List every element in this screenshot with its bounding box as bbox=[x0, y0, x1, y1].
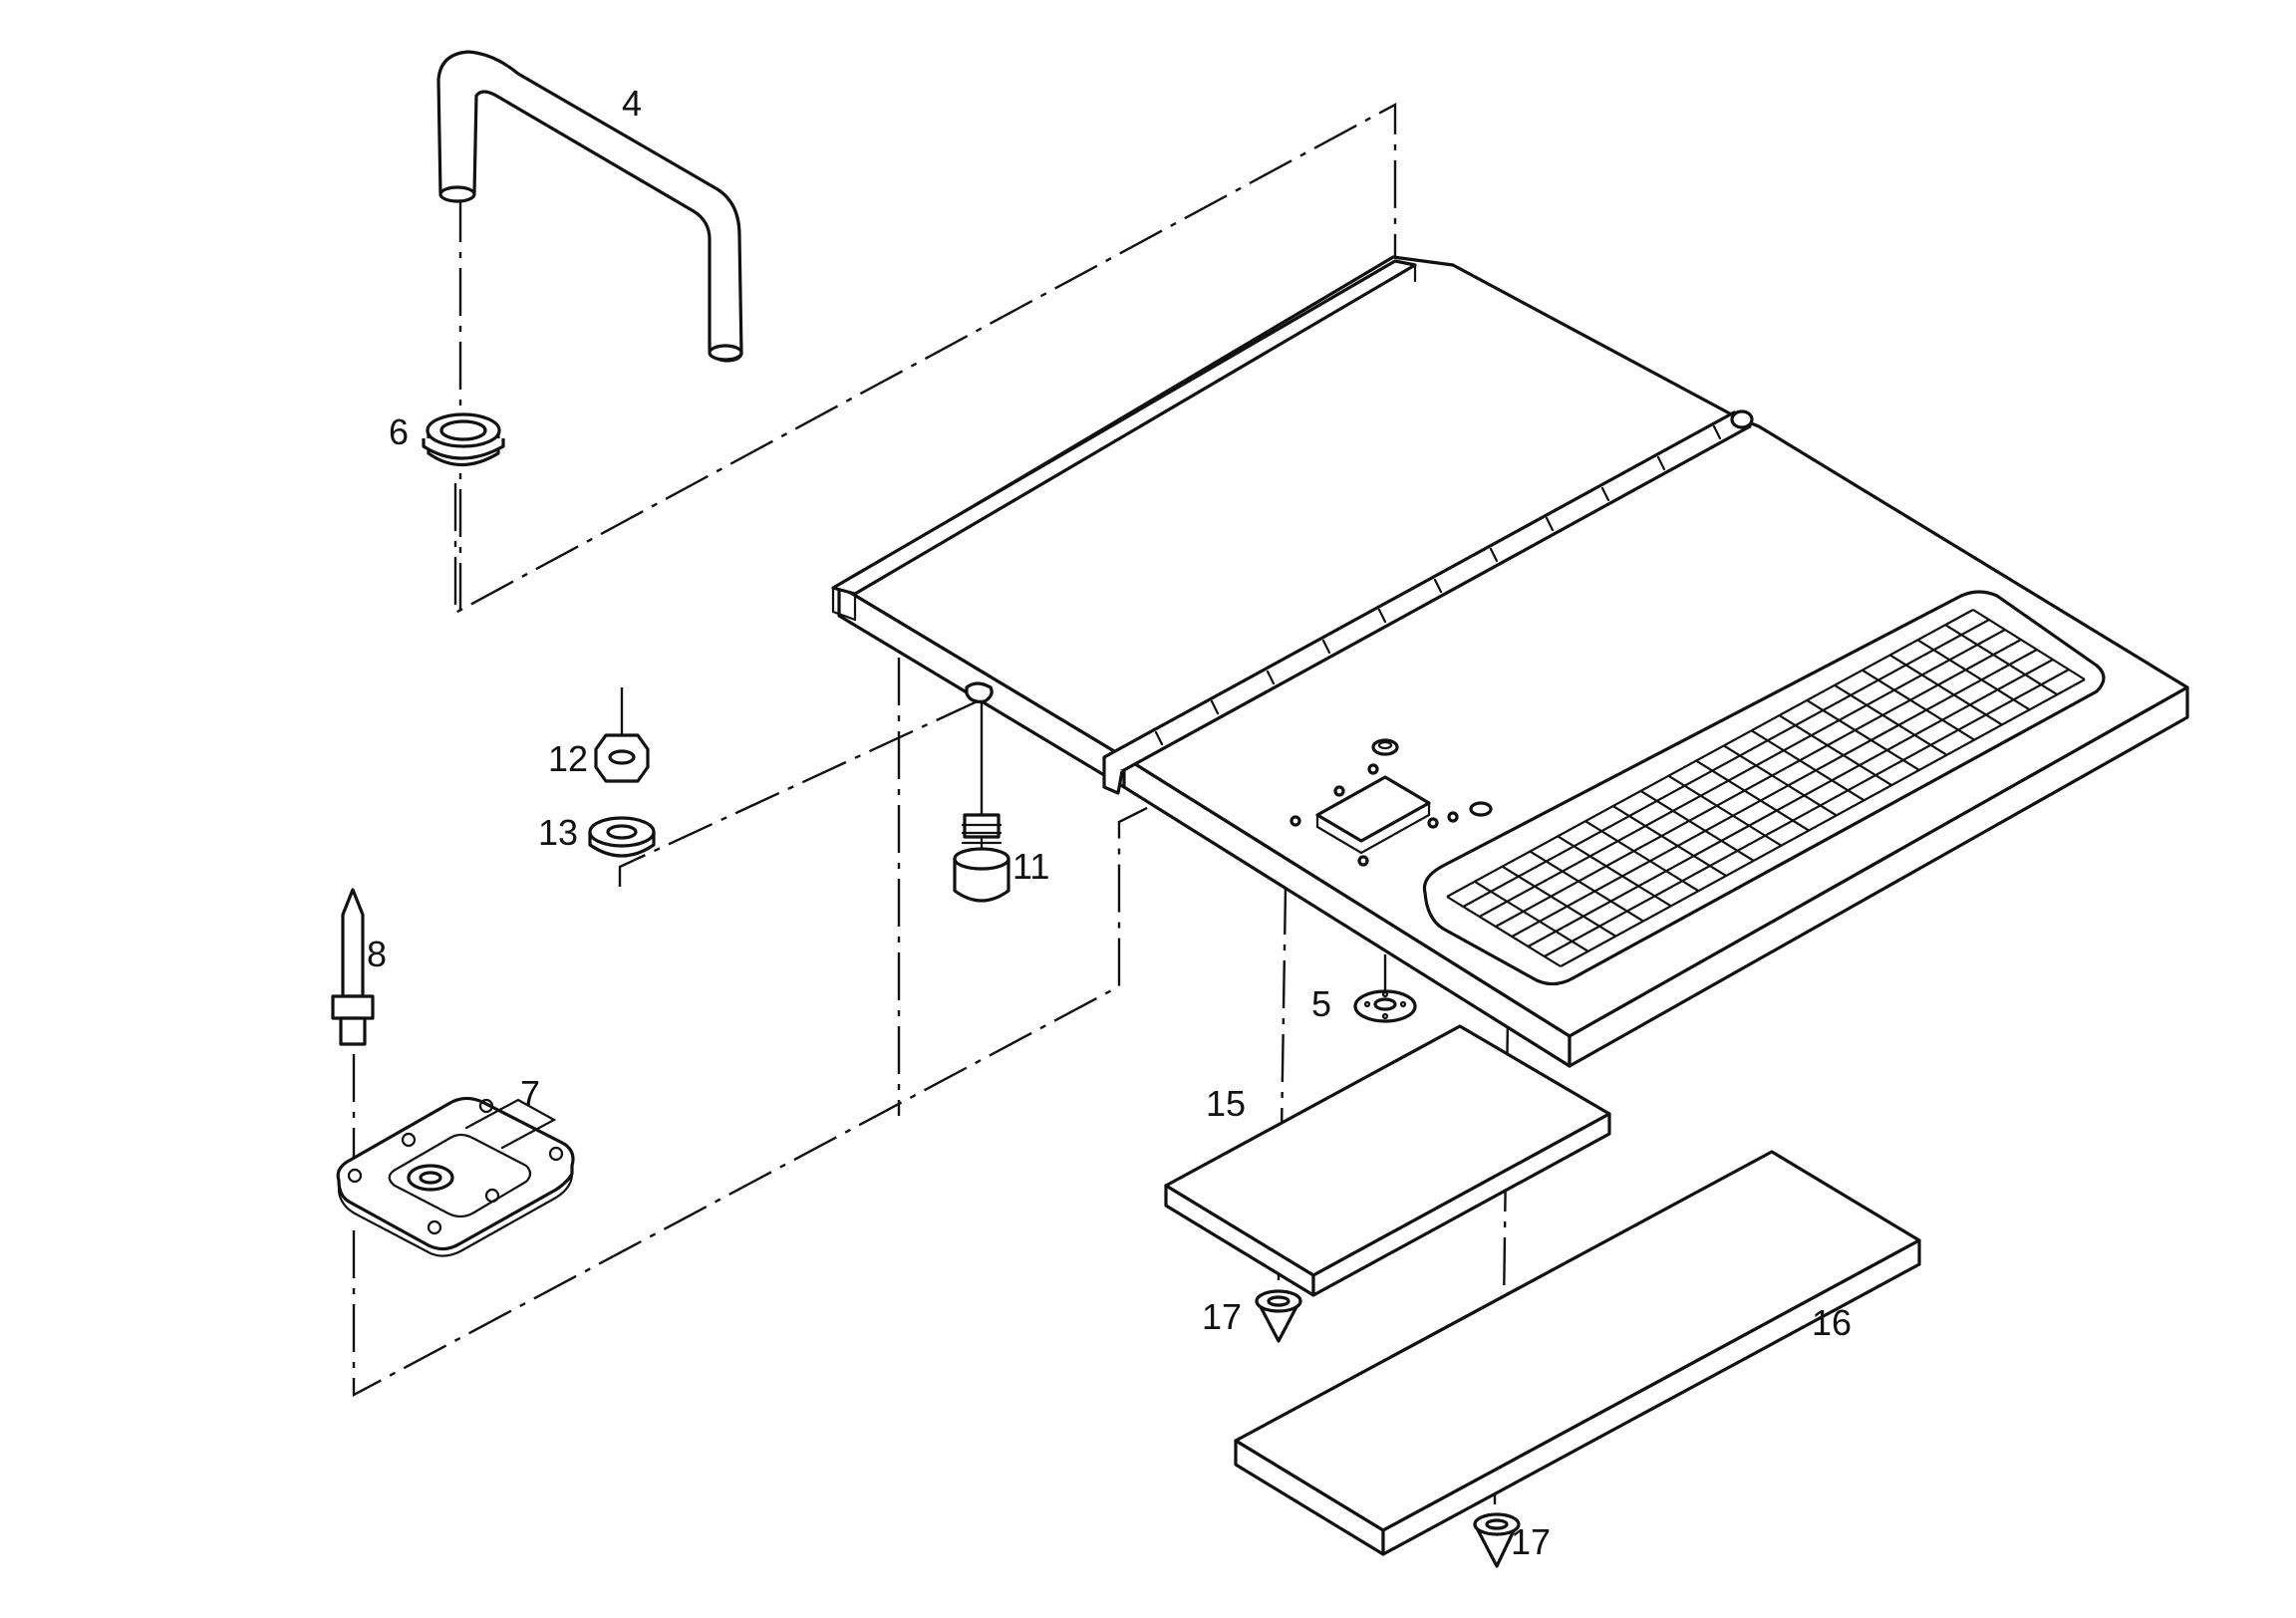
grille-bar bbox=[1862, 669, 1975, 741]
label-nut: 12 bbox=[548, 738, 588, 779]
leader-latch-to-tray bbox=[352, 740, 1281, 1398]
right-panel-side bbox=[1568, 685, 2189, 1068]
label-grommet: 6 bbox=[389, 411, 409, 452]
grille-bar bbox=[1529, 850, 1644, 923]
grille-bar bbox=[1446, 609, 1974, 898]
label-handle: 4 bbox=[622, 83, 642, 124]
pin-part bbox=[331, 888, 375, 1046]
washer-part bbox=[588, 816, 656, 858]
pad-large-part bbox=[1234, 1150, 1921, 1556]
grille-bar bbox=[1511, 649, 2038, 938]
grille-bar bbox=[1474, 880, 1589, 952]
part-labels: 4 6 12 13 11 8 7 5 15 16 17 17 bbox=[367, 83, 1852, 1562]
stud-part bbox=[953, 813, 1010, 903]
label-stud: 11 bbox=[1012, 846, 1049, 887]
foot-small-part bbox=[1255, 1289, 1302, 1343]
grille-bar bbox=[1916, 639, 2031, 711]
tray-assembly bbox=[831, 255, 2189, 1068]
grille-bar bbox=[1557, 835, 1672, 908]
cutout-and-holes bbox=[1290, 738, 1493, 867]
grille-bar bbox=[1479, 629, 2006, 918]
grille-bar bbox=[1667, 774, 1783, 847]
label-foot-large: 17 bbox=[1511, 1521, 1551, 1562]
grille-bar bbox=[1639, 789, 1755, 862]
grille-bar bbox=[1972, 609, 2086, 680]
side-slot bbox=[965, 681, 994, 703]
handle-part bbox=[436, 50, 743, 363]
grille-bar bbox=[1527, 659, 2054, 947]
label-foot-small: 17 bbox=[1202, 1296, 1242, 1337]
grille-bar bbox=[1502, 865, 1616, 938]
grille-bar bbox=[1462, 619, 1990, 908]
label-pin: 8 bbox=[367, 934, 387, 974]
grille-bar bbox=[1560, 678, 2086, 967]
grille-bar bbox=[1751, 729, 1866, 802]
label-washer: 13 bbox=[538, 812, 578, 853]
grille-bar bbox=[1446, 896, 1562, 967]
grille-bar bbox=[1612, 805, 1727, 877]
label-pad-small: 15 bbox=[1206, 1083, 1246, 1124]
grille bbox=[1422, 590, 2106, 986]
grille-bar bbox=[1889, 654, 2003, 726]
label-latch-plate: 7 bbox=[520, 1073, 540, 1114]
grille-bar bbox=[1834, 683, 1948, 756]
grille-bar bbox=[1778, 714, 1892, 787]
grille-bar bbox=[1723, 744, 1838, 817]
grille-bar bbox=[1806, 699, 1920, 771]
hinge bbox=[1102, 409, 1754, 795]
label-spacer: 5 bbox=[1311, 983, 1331, 1024]
label-pad-large: 16 bbox=[1812, 1302, 1852, 1343]
nut-part bbox=[594, 733, 650, 783]
grille-bar bbox=[1695, 759, 1810, 832]
spacer-part bbox=[1353, 989, 1417, 1023]
grille-bar bbox=[1944, 624, 2058, 696]
pad-small-part bbox=[1164, 1024, 1611, 1297]
foot-large-part bbox=[1473, 1512, 1521, 1568]
leader-washer-to-tray bbox=[618, 697, 983, 887]
grille-bar bbox=[1495, 639, 2022, 928]
latch-plate-part bbox=[336, 1096, 575, 1257]
grommet-part bbox=[422, 412, 505, 466]
grille-bar bbox=[1584, 820, 1699, 893]
grille-bar bbox=[1544, 669, 2070, 957]
